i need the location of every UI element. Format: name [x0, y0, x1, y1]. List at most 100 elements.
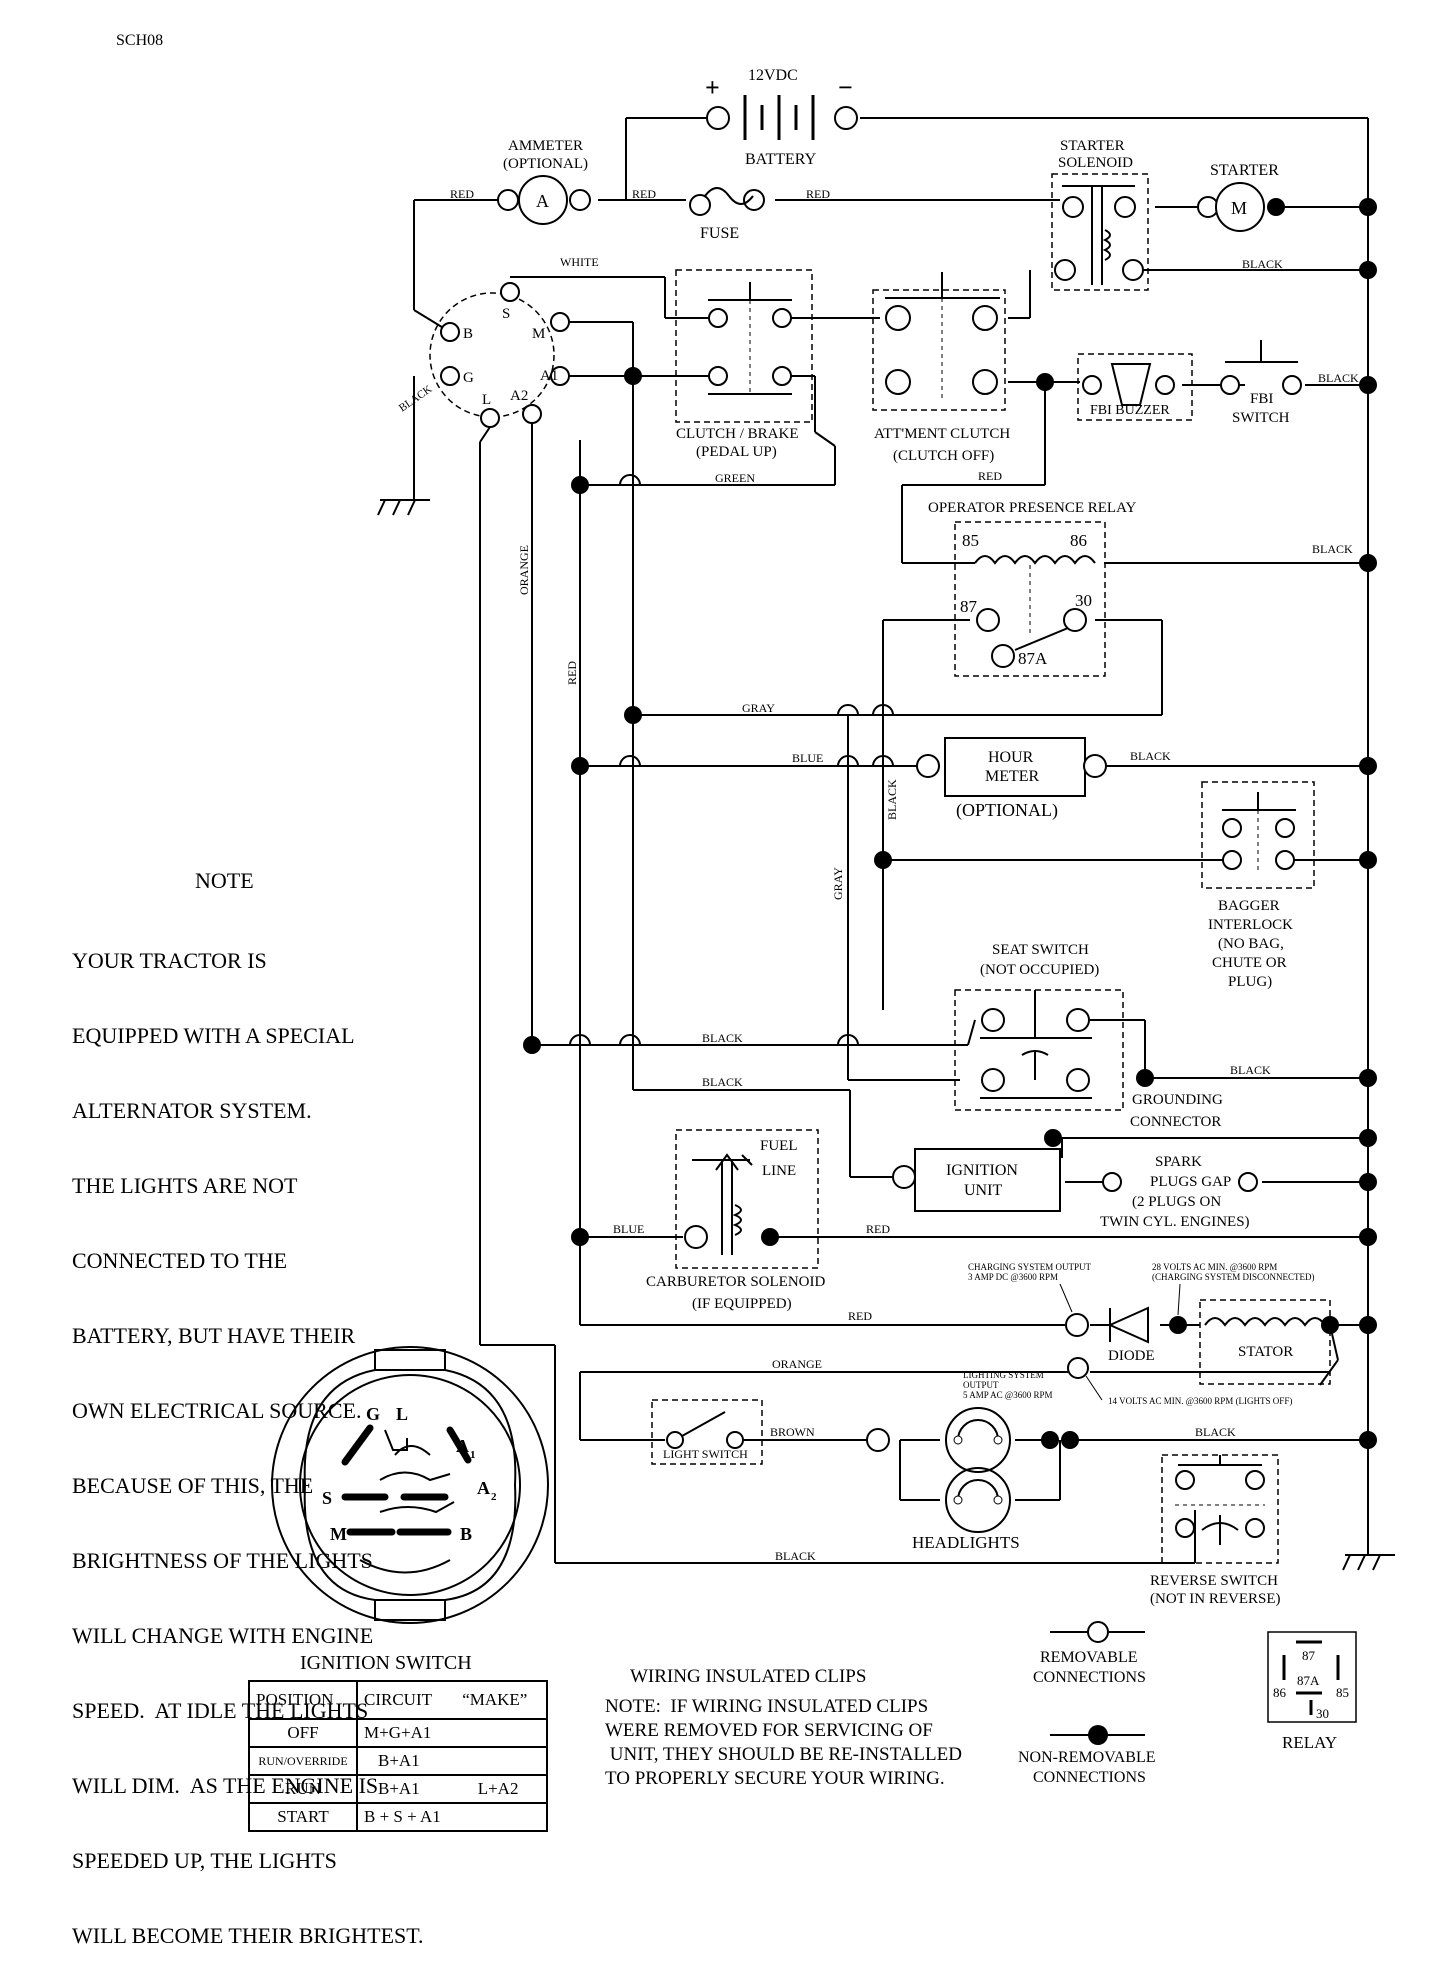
clutch-brake-label: CLUTCH / BRAKE [676, 426, 799, 442]
red-wire-label: RED [806, 187, 830, 201]
red-wire-label: RED [632, 187, 656, 201]
hour-meter-label: METER [985, 768, 1040, 785]
relay-icon-86: 86 [1273, 1685, 1287, 1700]
ignition-switch-title: IGNITION SWITCH [300, 1652, 472, 1674]
hour-meter-label: HOUR [988, 749, 1034, 766]
lighting-label: 5 AMP AC @3600 RPM [963, 1390, 1052, 1400]
relay-icon-30: 30 [1316, 1706, 1329, 1721]
black-wire-label: BLACK [1312, 542, 1353, 556]
grounding-label: CONNECTOR [1130, 1114, 1221, 1130]
red-wire-label: RED [978, 469, 1002, 483]
note-line: SPEEDED UP, THE LIGHTS [72, 1848, 337, 1873]
carb-solenoid-label: CARBURETOR SOLENOID [646, 1274, 825, 1290]
terminal-l: L [482, 392, 491, 408]
grounding-label: GROUNDING [1132, 1092, 1223, 1108]
ammeter-label: AMMETER [508, 138, 583, 154]
note-line: THE LIGHTS ARE NOT [72, 1173, 298, 1198]
wiring-clips-note: WIRING INSULATED CLIPS NOTE: IF WIRING I… [605, 1665, 962, 1791]
bagger-label: BAGGER [1218, 898, 1280, 914]
stator-label: STATOR [1238, 1344, 1293, 1360]
relay-icon-85: 85 [1336, 1685, 1349, 1700]
charging-volts-label: 28 VOLTS AC MIN. @3600 RPM [1152, 1262, 1277, 1272]
relay-icon-87a: 87A [1297, 1673, 1320, 1688]
fbi-switch-label: FBI [1250, 391, 1273, 407]
white-wire-label: WHITE [560, 255, 599, 269]
black-wire-label: BLACK [702, 1031, 743, 1045]
battery-voltage: 12VDC [748, 67, 798, 84]
ignition-icon-m: M [330, 1524, 347, 1544]
headlights-label: HEADLIGHTS [912, 1533, 1020, 1552]
row-circuit: M+G+A1 [356, 1718, 548, 1748]
terminal-b: B [463, 326, 473, 342]
black-wire-label: BLACK [1242, 257, 1283, 271]
table-row: OFF M+G+A1 [248, 1718, 548, 1748]
relay-icon-87: 87 [1302, 1648, 1316, 1663]
terminal-s: S [502, 306, 510, 322]
blue-wire-label: BLUE [613, 1222, 644, 1236]
table-header-row: POSITION CIRCUIT “MAKE” [248, 1680, 548, 1720]
fuse-label: FUSE [700, 225, 739, 242]
header-circuit: CIRCUIT “MAKE” [356, 1680, 548, 1720]
ignition-unit-label: IGNITION [946, 1162, 1018, 1179]
wiring-clips-line: UNIT, THEY SHOULD BE RE-INSTALLED [605, 1744, 962, 1765]
row-circuit-value: M+G+A1 [364, 1723, 432, 1742]
terminal-a1: A1 [540, 368, 558, 384]
header-make-label: “MAKE” [462, 1690, 528, 1709]
orange-wire-label: ORANGE [772, 1357, 822, 1371]
fuel-line-label: LINE [762, 1163, 796, 1179]
ammeter-sub: (OPTIONAL) [503, 156, 588, 172]
note-line: EQUIPPED WITH A SPECIAL [72, 1023, 355, 1048]
relay-terminal-87: 87 [960, 597, 978, 616]
header-position: POSITION [248, 1680, 358, 1720]
battery-plus: + [705, 73, 720, 102]
reverse-switch-label: REVERSE SWITCH [1150, 1573, 1278, 1589]
red-wire-label-vertical: RED [565, 661, 579, 685]
starter-solenoid-label: STARTER [1060, 138, 1125, 154]
diode-label: DIODE [1108, 1348, 1155, 1364]
header-circuit-label: CIRCUIT [364, 1690, 432, 1709]
relay-icon-label: RELAY [1282, 1733, 1337, 1752]
note-line: BATTERY, BUT HAVE THEIR [72, 1323, 356, 1348]
relay-terminal-85: 85 [962, 531, 979, 550]
fbi-switch-label: SWITCH [1232, 410, 1290, 426]
hour-meter-sub: (OPTIONAL) [956, 800, 1058, 821]
black-wire-label: BLACK [1130, 749, 1171, 763]
page-code: SCH08 [116, 32, 164, 49]
ignition-switch-icon [271, 1346, 549, 1624]
relay-box-label: OPERATOR PRESENCE RELAY [928, 500, 1137, 516]
note-line: BECAUSE OF THIS, THE [72, 1473, 314, 1498]
charging-output-label: CHARGING SYSTEM OUTPUT [968, 1262, 1092, 1272]
wiring-schematic: + − 12VDC BATTERY A AMMETER (OPTIONAL) R… [271, 67, 1395, 1786]
bagger-label: (NO BAG, [1218, 936, 1284, 952]
carb-solenoid-label: (IF EQUIPPED) [692, 1296, 792, 1312]
red-wire-label: RED [866, 1222, 890, 1236]
note-title: NOTE [195, 868, 254, 893]
legend-nonremovable: NON-REMOVABLE [1018, 1749, 1155, 1766]
row-circuit-value: B+A1 [378, 1751, 420, 1770]
row-circuit: B + S + A1 [356, 1802, 548, 1832]
wiring-clips-line: WERE REMOVED FOR SERVICING OF [605, 1720, 933, 1741]
ignition-icon-g: G [366, 1404, 380, 1424]
lighting-label: LIGHTING SYSTEM [963, 1370, 1044, 1380]
black-wire-label: BLACK [775, 1549, 816, 1563]
row-circuit-extra: L+A2 [477, 1779, 519, 1798]
black-wire-label: BLACK [1195, 1425, 1236, 1439]
wiring-clips-line: NOTE: IF WIRING INSULATED CLIPS [605, 1696, 929, 1717]
note-line: ALTERNATOR SYSTEM. [72, 1098, 312, 1123]
table-row: START B + S + A1 [248, 1802, 548, 1832]
relay-terminal-87a: 87A [1018, 649, 1048, 668]
attment-clutch-label: (CLUTCH OFF) [893, 448, 994, 464]
red-wire-label: RED [848, 1309, 872, 1323]
relay-terminal-86: 86 [1070, 531, 1087, 550]
terminal-a2: A2 [510, 388, 528, 404]
note-line: OWN ELECTRICAL SOURCE. [72, 1398, 362, 1423]
bagger-label: PLUG) [1228, 974, 1272, 990]
gray-wire-label: GRAY [742, 701, 775, 715]
wiring-clips-title: WIRING INSULATED CLIPS [630, 1666, 867, 1687]
clutch-brake-label: (PEDAL UP) [696, 444, 777, 460]
gray-wire-label-vertical: GRAY [831, 867, 845, 900]
black-wire-label-ground: BLACK [397, 383, 434, 414]
battery-label: BATTERY [745, 151, 817, 168]
